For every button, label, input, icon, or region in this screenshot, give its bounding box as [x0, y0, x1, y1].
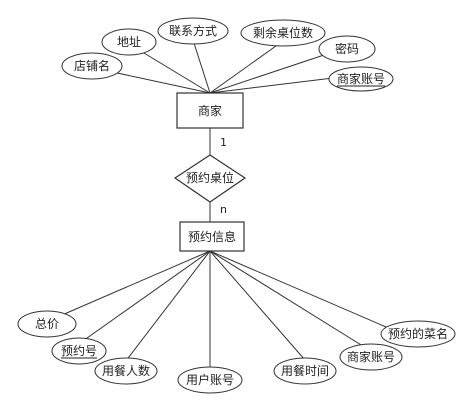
attribute-shape	[318, 35, 376, 63]
attribute-label: 联系方式	[169, 23, 217, 38]
attribute-diner-count: 用餐人数	[94, 357, 158, 385]
attribute-shape	[94, 357, 158, 385]
entity-merchant: 商家	[176, 92, 244, 129]
attribute-shape	[177, 366, 243, 394]
link-address	[138, 49, 211, 94]
attribute-label: 地址	[117, 35, 141, 49]
link-diner-count	[124, 250, 211, 363]
relationship-label: 预约桌位	[186, 170, 234, 185]
attribute-total-price: 总价	[17, 310, 77, 338]
attribute-label: 剩余桌位数	[253, 25, 313, 40]
attribute-contact: 联系方式	[157, 17, 229, 45]
attribute-reservation-no: 预约号	[51, 337, 107, 365]
entity-label: 预约信息	[188, 229, 236, 244]
attribute-shape	[61, 52, 123, 80]
attribute-reserved-dishes: 预约的菜名	[380, 320, 456, 348]
entity-shape	[176, 92, 244, 129]
link-res-merchant-account	[209, 250, 367, 349]
attribute-label: 预约号	[61, 343, 97, 358]
link-password	[209, 54, 325, 94]
attribute-password: 密码	[318, 35, 376, 63]
attribute-label: 店铺名	[74, 58, 110, 73]
attribute-shape	[240, 19, 326, 47]
attribute-merchant-account: 商家账号	[328, 66, 394, 92]
link-dining-time	[209, 250, 306, 361]
cardinality-many: n	[220, 203, 227, 216]
link-contact	[192, 39, 211, 94]
reservation-attributes: 总价 预约号 用餐人数 用户账号 用餐时间 商家账号 预约的菜名	[17, 310, 456, 394]
link-total-price	[61, 250, 211, 316]
attribute-shape	[273, 357, 337, 385]
attribute-res-merchant-account: 商家账号	[339, 343, 403, 371]
attribute-label: 预约的菜名	[388, 326, 448, 341]
attribute-label: 用餐时间	[281, 363, 329, 378]
link-reservation-no	[79, 250, 211, 344]
attribute-label: 用户账号	[186, 372, 234, 387]
attribute-shape	[157, 17, 229, 45]
entity-shape	[179, 221, 245, 252]
attribute-label: 密码	[335, 41, 359, 56]
reservation-attribute-links	[61, 250, 394, 368]
attribute-shape	[51, 337, 107, 365]
attribute-label: 商家账号	[337, 71, 385, 86]
relationship-reserve-table: 预约桌位	[173, 154, 247, 203]
link-reserved-dishes	[209, 250, 394, 331]
relationship-shape	[173, 154, 247, 203]
merchant-attributes: 店铺名 地址 联系方式 剩余桌位数 密码 商家账号	[61, 17, 394, 92]
attribute-shape	[380, 320, 456, 348]
cardinality-one: 1	[220, 136, 227, 149]
attribute-shape	[17, 310, 77, 338]
attribute-shop-name: 店铺名	[61, 52, 123, 80]
attribute-address: 地址	[101, 28, 157, 56]
attribute-label: 商家账号	[347, 349, 395, 364]
link-shop-name	[107, 70, 211, 94]
merchant-attribute-links	[107, 39, 334, 94]
attribute-shape	[101, 28, 157, 56]
attribute-remaining-tables: 剩余桌位数	[240, 19, 326, 47]
entity-label: 商家	[198, 103, 222, 118]
link-remaining-tables	[209, 40, 284, 94]
link-merchant-account	[209, 77, 334, 94]
attribute-user-account: 用户账号	[177, 366, 243, 394]
attribute-shape	[328, 66, 394, 92]
attribute-dining-time: 用餐时间	[273, 357, 337, 385]
attribute-shape	[339, 343, 403, 371]
entity-reservation: 预约信息	[179, 221, 245, 252]
attribute-label: 总价	[35, 317, 59, 331]
attribute-label: 用餐人数	[102, 363, 150, 378]
